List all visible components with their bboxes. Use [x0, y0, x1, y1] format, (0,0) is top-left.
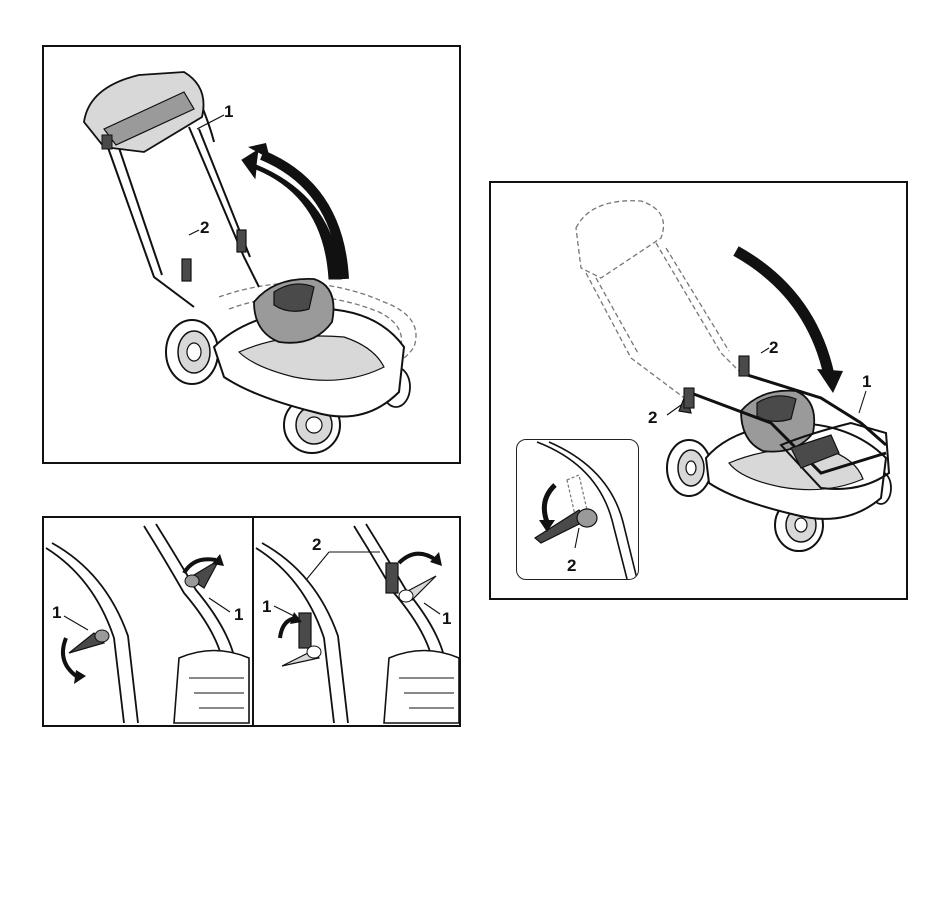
- rear-wheel-icon: [667, 440, 711, 496]
- callout-handlebar: 1: [224, 103, 233, 120]
- callout-lever-top: 2: [769, 339, 778, 356]
- lever-detail-inset: [516, 439, 639, 580]
- callout-lever-right-b: 1: [442, 610, 451, 627]
- callout-lever-left-a: 1: [52, 604, 61, 621]
- figure-handle-fold: 2 2 1 2: [489, 181, 908, 600]
- mower-raise-drawing: [44, 47, 461, 464]
- callout-inset-lever: 2: [567, 557, 576, 574]
- inset-lever-drawing: [517, 440, 638, 579]
- callout-lever-right-a: 1: [234, 606, 243, 623]
- callout-lower-handle: 2: [200, 219, 209, 236]
- panel-divider: [252, 518, 254, 725]
- rear-wheel-icon: [166, 320, 218, 384]
- figure-clamp-levers: 1 1 2 1 1: [42, 516, 461, 727]
- rotate-arrow-icon: [544, 485, 555, 522]
- callout-lever-left-b: 1: [262, 598, 271, 615]
- callout-handlebar: 1: [862, 373, 871, 390]
- figure-handle-raise: 1 2: [42, 45, 461, 464]
- callout-handle-bars: 2: [312, 536, 321, 553]
- curved-arrow-down-icon: [736, 251, 829, 375]
- callout-lever-left: 2: [648, 409, 657, 426]
